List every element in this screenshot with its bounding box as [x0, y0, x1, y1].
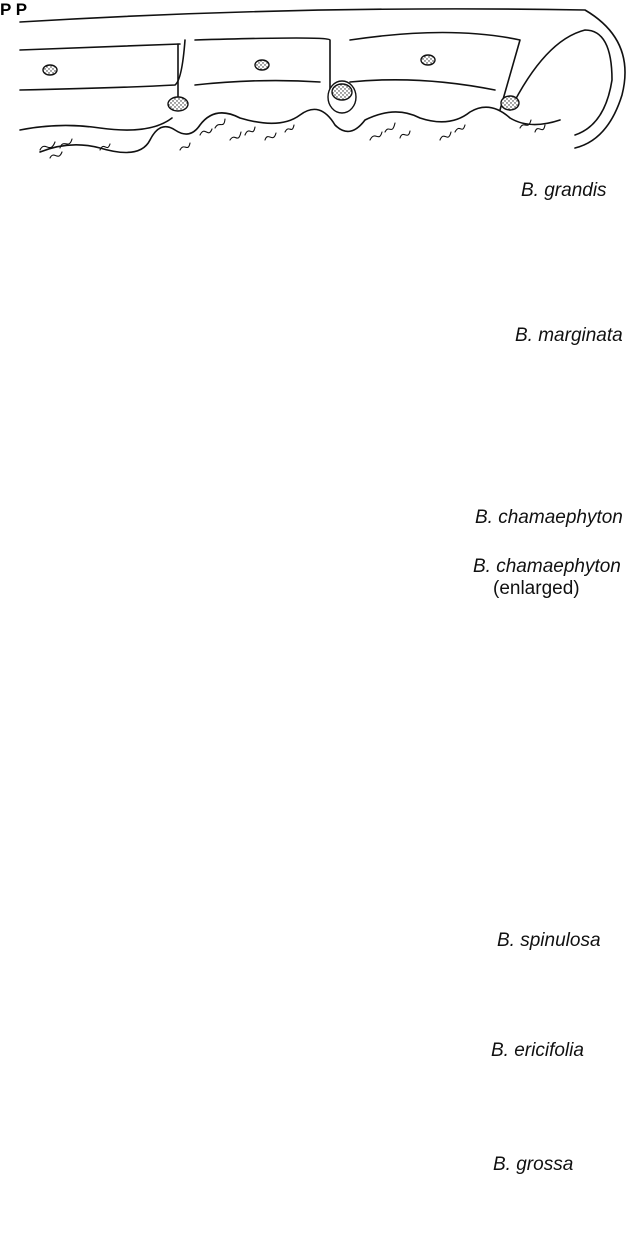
label-spinulosa: B. spinulosa [497, 930, 601, 952]
label-chamaephyton-enlarged: B. chamaephyton [473, 556, 621, 578]
label-grossa: B. grossa [493, 1154, 573, 1176]
grandis-section [20, 9, 625, 158]
label-enlarged-note: (enlarged) [493, 578, 580, 600]
label-chamaephyton: B. chamaephyton [475, 507, 623, 529]
label-grandis: B. grandis [521, 180, 607, 202]
label-marginata: B. marginata [515, 325, 623, 347]
label-ericifolia: B. ericifolia [491, 1040, 584, 1062]
